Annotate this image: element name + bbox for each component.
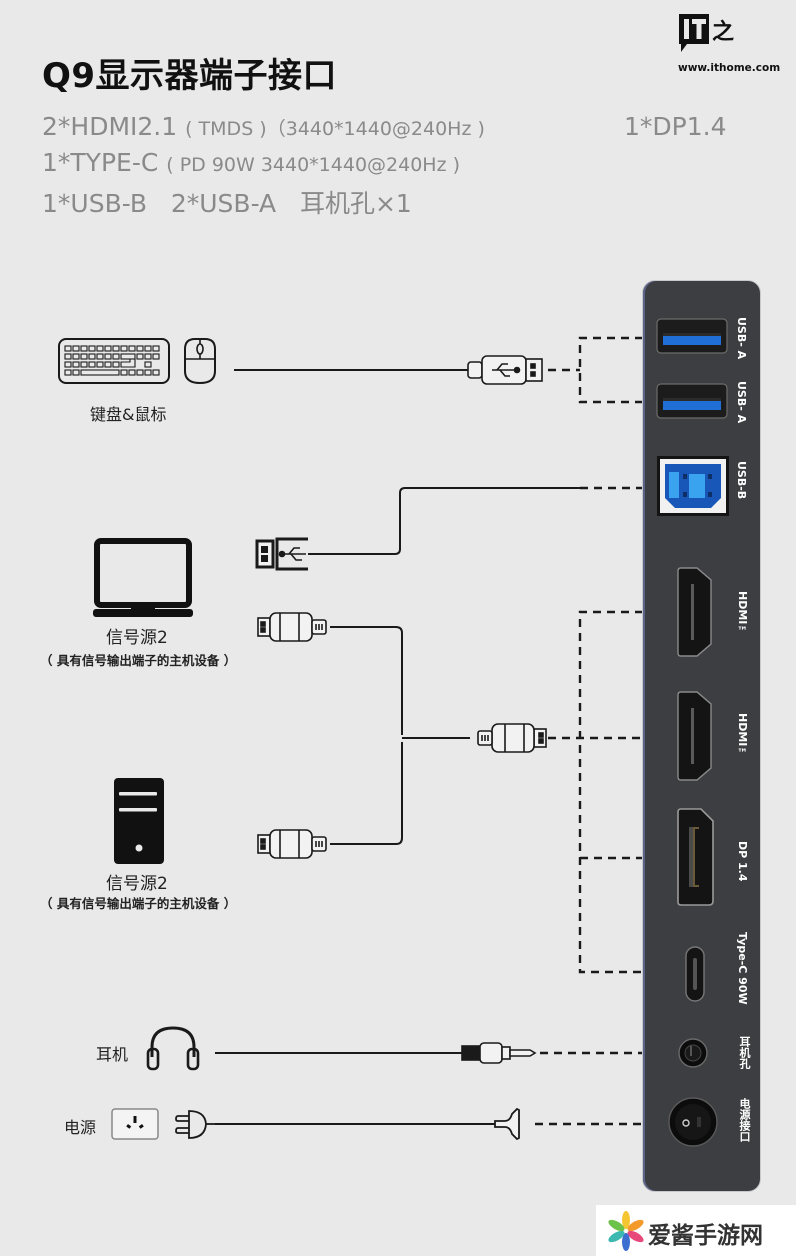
- ithome-url: www.ithome.com: [678, 62, 781, 74]
- hdmi-port-1[interactable]: [677, 566, 713, 662]
- power-port-label: 电源接口: [738, 1098, 751, 1142]
- usb-a-2-label: USB- A: [735, 381, 748, 424]
- spec-typec: 1*TYPE-C: [42, 148, 159, 177]
- usb-b-label: USB-B: [735, 461, 748, 500]
- hdmi-2-label: HDMI™: [736, 713, 749, 760]
- power-label: 电源: [64, 1118, 97, 1137]
- type-c-label: Type-C 90W: [736, 932, 749, 1005]
- spec-hdmi: 2*HDMI2.1: [42, 112, 178, 141]
- svg-text:之: 之: [712, 19, 734, 45]
- usb-a-1-label: USB- A: [735, 317, 748, 360]
- hdmi-plug-source1-icon: [257, 612, 327, 642]
- usb-a-plug-icon: [467, 355, 543, 385]
- pc-tower-icon: [114, 778, 164, 868]
- usb-a-port-2[interactable]: [656, 383, 728, 423]
- spec-dp: 1*DP1.4: [624, 112, 727, 141]
- usb-a-dashed-link: [578, 336, 643, 404]
- flower-logo-icon: [606, 1210, 646, 1256]
- dp-port[interactable]: [677, 807, 715, 911]
- ithome-logo: 之: [679, 14, 734, 54]
- spec-typec-detail: ( PD 90W 3440*1440@240Hz ): [166, 154, 461, 176]
- audio-jack-label: 耳机孔: [738, 1036, 751, 1069]
- usb-b-plug-icon: [255, 537, 308, 571]
- hdmi-1-label: HDMI™: [736, 591, 749, 638]
- mouse-icon: [183, 337, 217, 389]
- type-c-port[interactable]: [685, 946, 705, 1006]
- usb-b-port[interactable]: [657, 456, 729, 520]
- power-outlet-icon: [111, 1108, 159, 1144]
- hdmi-source1-cable: [330, 626, 403, 735]
- headphones-icon: [146, 1025, 200, 1075]
- dp-label: DP 1.4: [736, 841, 749, 882]
- source1-desc: （ 具有信号输出端子的主机设备 ）: [40, 653, 237, 668]
- hdmi-plug-monitor-icon: [477, 723, 547, 753]
- video-dashed-bus: [578, 610, 643, 974]
- display-source-icon: [93, 537, 193, 623]
- spec-hdmi-detail: ( TMDS )（3440*1440@240Hz ): [185, 118, 485, 140]
- power-port[interactable]: [666, 1095, 720, 1153]
- hdmi-port-2[interactable]: [677, 690, 713, 786]
- hdmi-source2-cable: [330, 742, 403, 845]
- power-plug-icon: [175, 1108, 217, 1146]
- source2-desc: （ 具有信号输出端子的主机设备 ）: [40, 896, 237, 911]
- keyboard-icon: [58, 338, 170, 388]
- audio-plug-icon: [461, 1042, 537, 1064]
- spec-line-1: 2*HDMI2.1 ( TMDS )（3440*1440@240Hz ): [42, 112, 485, 141]
- audio-jack-port[interactable]: [676, 1036, 710, 1074]
- source1-name: 信号源2: [106, 628, 168, 648]
- power-plug-end-icon: [494, 1107, 520, 1141]
- usb-b-cable: [308, 487, 580, 555]
- footer-brand-text: 爱酱手游网: [648, 1223, 763, 1249]
- page-title: Q9显示器端子接口: [42, 56, 338, 96]
- headphones-label: 耳机: [96, 1045, 129, 1064]
- usb-a-port-1[interactable]: [656, 318, 728, 358]
- hdmi-plug-source2-icon: [257, 829, 327, 859]
- source2-name: 信号源2: [106, 874, 168, 894]
- spec-line-2: 1*TYPE-C ( PD 90W 3440*1440@240Hz ): [42, 148, 460, 177]
- monitor-port-panel: USB- A USB- A USB-B HDMI™: [643, 281, 760, 1191]
- spec-line-3: 1*USB-B 2*USB-A 耳机孔×1: [42, 189, 412, 218]
- keyboard-mouse-label: 键盘&鼠标: [90, 405, 167, 424]
